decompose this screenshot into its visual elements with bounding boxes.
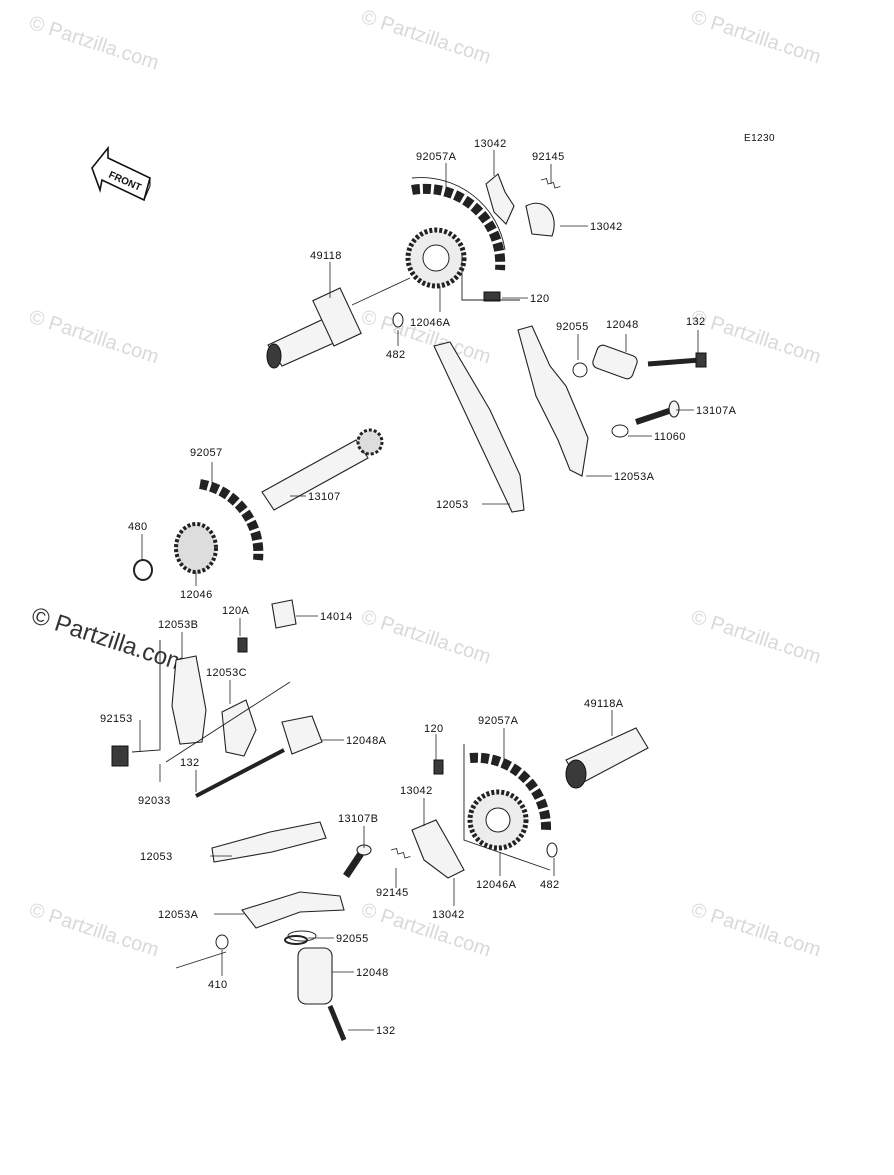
part-label: 13042 — [474, 138, 507, 150]
part-label: 12046A — [410, 317, 451, 329]
part-label: 410 — [208, 979, 228, 991]
part-label: 92057 — [190, 447, 223, 459]
cam-sprocket-bottom-icon — [467, 789, 529, 851]
diagram-code: E1230 — [744, 133, 775, 144]
watermark: © Partzilla.com — [26, 899, 161, 962]
part-label: 12053 — [436, 499, 469, 511]
part-label: 92145 — [532, 151, 565, 163]
watermark: © Partzilla.com — [358, 6, 493, 69]
part-label: 12053A — [158, 909, 199, 921]
pivot-bolt-13107A-icon — [611, 400, 680, 438]
part-label: 132 — [686, 316, 706, 328]
guide-12053C-icon — [221, 699, 257, 757]
washer-410-icon — [215, 934, 229, 950]
part-label: 92055 — [556, 321, 589, 333]
crank-chain-icon — [199, 479, 264, 561]
part-label: 12046A — [476, 879, 517, 891]
part-label: 92057A — [416, 151, 457, 163]
chain-guide-bottom-icon — [211, 821, 327, 863]
part-label: 92033 — [138, 795, 171, 807]
part-label: 120 — [530, 293, 550, 305]
plate-14014-icon — [271, 599, 297, 629]
tensioner-guide-bottom-icon — [241, 891, 345, 929]
part-label: 12048 — [356, 967, 389, 979]
guide-12053B-icon — [171, 655, 207, 745]
part-label: 13042 — [400, 785, 433, 797]
watermark: © Partzilla.com — [26, 12, 161, 75]
bolt-120-top-icon — [483, 291, 501, 302]
watermark: © Partzilla.com — [688, 899, 823, 962]
part-label: 12053A — [614, 471, 655, 483]
part-label: 13107A — [696, 405, 737, 417]
crank-sprocket-12046-icon — [174, 522, 218, 574]
part-label: 12053B — [158, 619, 198, 631]
cam-sprocket-top-icon — [405, 227, 467, 289]
leader-lines — [139, 150, 699, 1031]
watermark: © Partzilla.com — [358, 899, 493, 962]
part-label: 92057A — [478, 715, 519, 727]
part-label: 12046 — [180, 589, 213, 601]
part-label: 49118 — [310, 250, 342, 262]
part-label: 482 — [386, 349, 406, 361]
washer-482-bottom-icon — [546, 842, 558, 858]
part-label: 49118A — [584, 698, 624, 710]
part-label: 13107 — [308, 491, 341, 503]
bolt-120-bottom-icon — [433, 759, 444, 775]
part-label: 14014 — [320, 611, 353, 623]
tensioner-12048A-icon — [195, 715, 323, 798]
part-label: 11060 — [654, 431, 686, 443]
part-label: 92153 — [100, 713, 133, 725]
front-arrow-icon: FRONT — [91, 145, 151, 202]
tensioner-12048-bottom-icon — [287, 930, 347, 1041]
part-label: 12053 — [140, 851, 173, 863]
part-label: 12053C — [206, 667, 247, 679]
spring-bottom-icon — [390, 848, 411, 859]
part-label: 120 — [424, 723, 444, 735]
part-label: 92145 — [376, 887, 409, 899]
watermarks: © Partzilla.com © Partzilla.com © Partzi… — [26, 6, 823, 962]
cam-chain-bottom-icon — [469, 752, 552, 831]
bolt-120A-icon — [237, 637, 248, 653]
washer-482-top-icon — [392, 312, 404, 328]
watermark-large: © Partzilla.com — [28, 602, 190, 678]
watermark: © Partzilla.com — [358, 606, 493, 669]
bolt-92153-icon — [111, 745, 129, 767]
camshaft-bottom-icon — [565, 727, 649, 789]
cam-chain-top-icon — [411, 177, 506, 271]
part-label: 120A — [222, 605, 250, 617]
part-labels: 92057A 13042 92145 13042 49118 120 12046… — [100, 138, 737, 1037]
part-label: 482 — [540, 879, 560, 891]
part-label: 480 — [128, 521, 148, 533]
oring-92055-bottom-icon — [284, 935, 308, 945]
camshaft-top-icon — [266, 277, 411, 369]
part-label: 13042 — [432, 909, 465, 921]
part-label: 12048 — [606, 319, 639, 331]
watermark: © Partzilla.com — [688, 606, 823, 669]
tensioner-guide-top-icon — [517, 325, 589, 477]
watermark: © Partzilla.com — [26, 306, 161, 369]
tensioner-top-icon — [572, 344, 707, 380]
cam-chain-tensioner-shoe-top-b-icon — [525, 202, 555, 237]
watermark: © Partzilla.com — [688, 306, 823, 369]
pivot-bolt-13107B-icon — [343, 844, 372, 878]
part-label: 132 — [376, 1025, 396, 1037]
assembly-guide-lines — [131, 254, 551, 969]
circlip-480-icon — [133, 559, 153, 581]
part-label: 132 — [180, 757, 200, 769]
cam-chain-tensioner-shoe-top-a-icon — [485, 173, 515, 225]
tensioner-shoe-bottom-icon — [411, 819, 465, 879]
part-label: 92055 — [336, 933, 369, 945]
part-label: 12048A — [346, 735, 387, 747]
part-label: 13042 — [590, 221, 623, 233]
watermark: © Partzilla.com — [358, 306, 493, 369]
part-label: 13107B — [338, 813, 378, 825]
chain-guide-top-icon — [433, 341, 525, 513]
watermark: © Partzilla.com — [688, 6, 823, 69]
crankshaft-13107-icon — [261, 428, 384, 511]
